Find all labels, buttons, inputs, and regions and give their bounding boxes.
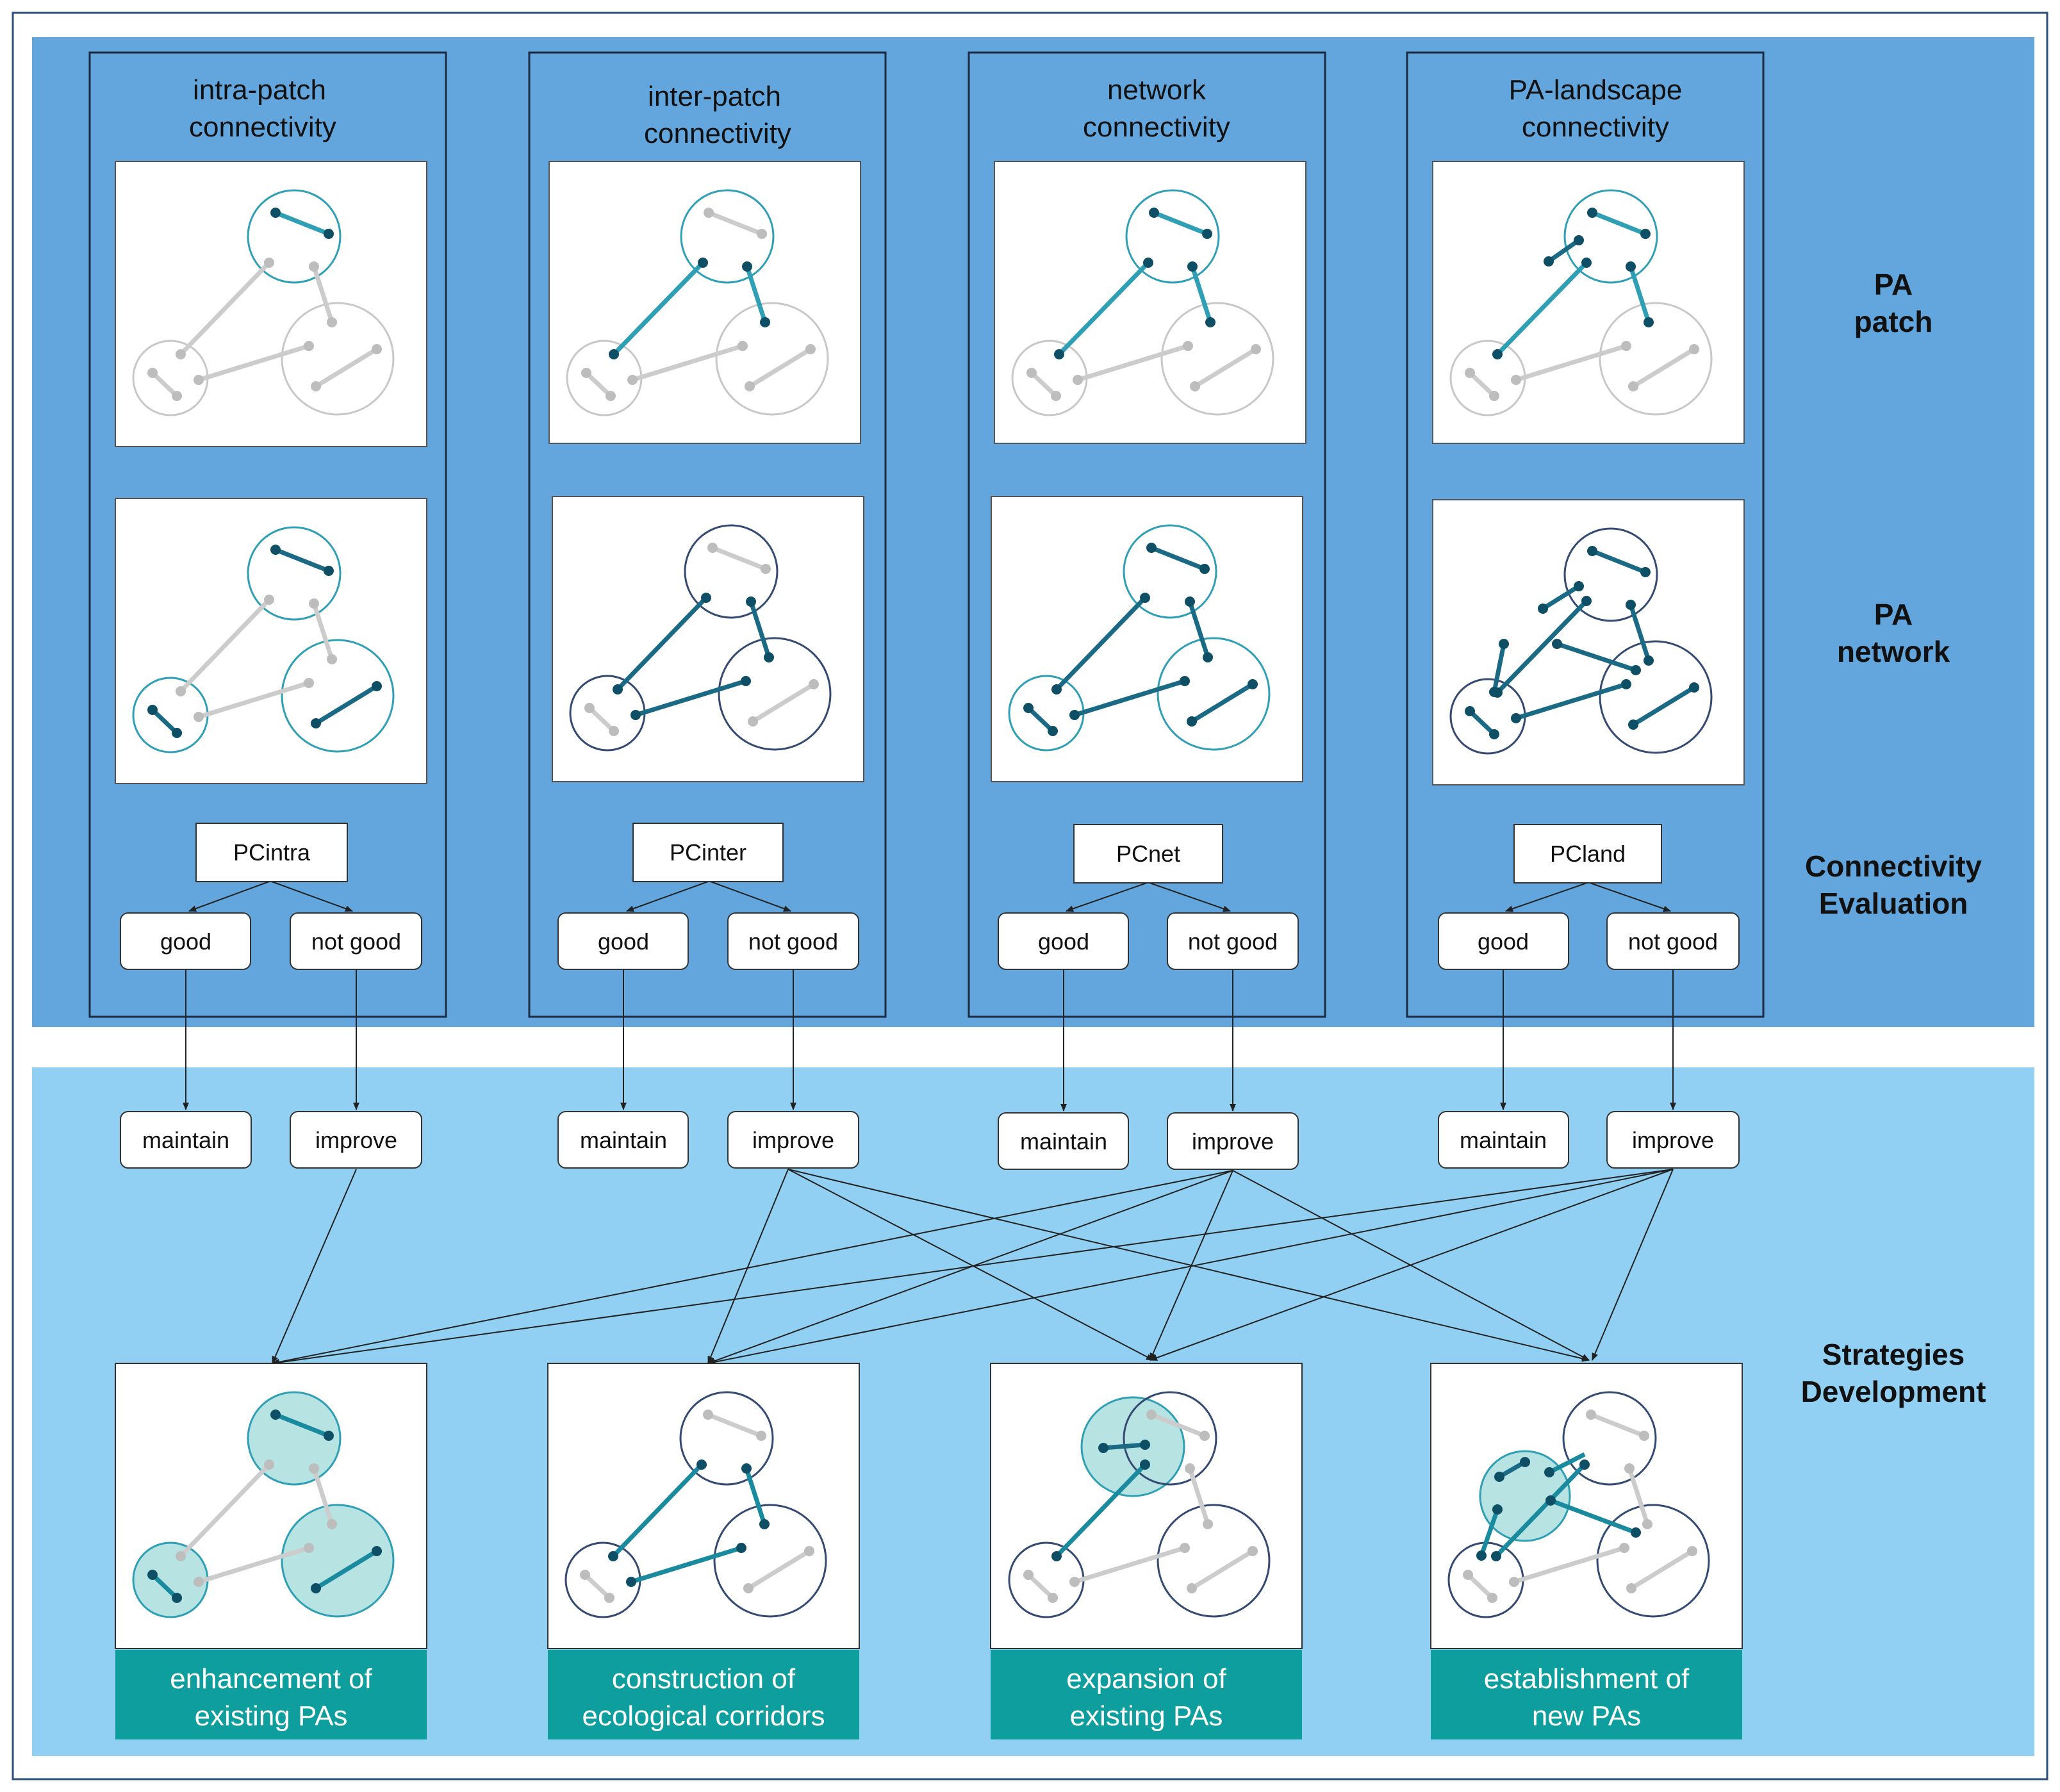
column-frame-landscape: [1406, 51, 1765, 1018]
indicator-box-network: [1073, 824, 1223, 884]
pa-network-panel-inter: [552, 496, 864, 782]
strategy-banner-enhancement: [115, 1650, 427, 1739]
maintain-label-inter: maintain: [580, 1127, 667, 1153]
strategy-panel-new-pas: [1430, 1363, 1743, 1649]
improve-label-network: improve: [1192, 1128, 1274, 1155]
good-label-inter: good: [598, 928, 649, 955]
good-label-network: good: [1038, 928, 1089, 955]
indicator-label-landscape: PCland: [1550, 841, 1626, 867]
good-label-intra: good: [160, 928, 211, 955]
maintain-label-network: maintain: [1020, 1128, 1107, 1155]
improve-box-landscape: [1606, 1111, 1740, 1169]
pa-patch-panel-network: [994, 161, 1306, 444]
not-good-label-network: not good: [1188, 928, 1278, 955]
indicator-box-intra: [195, 823, 348, 882]
improve-box-inter: [727, 1111, 859, 1169]
maintain-box-inter: [557, 1111, 689, 1169]
strategy-banner-new-pas: [1431, 1650, 1742, 1739]
not-good-label-intra: not good: [311, 928, 401, 955]
column-frame-intra: [88, 51, 447, 1018]
pa-patch-panel-landscape: [1432, 161, 1745, 444]
improve-to-strategy-arrows: [272, 1169, 1674, 1366]
column-frame-network: [968, 51, 1326, 1018]
not-good-label-landscape: not good: [1628, 928, 1718, 955]
indicator-box-landscape: [1513, 824, 1662, 884]
improve-box-network: [1167, 1112, 1299, 1170]
maintain-box-landscape: [1438, 1111, 1569, 1169]
improve-box-intra: [290, 1111, 422, 1169]
strategy-panel-corridors: [547, 1363, 860, 1649]
improve-label-landscape: improve: [1632, 1127, 1714, 1153]
pa-network-panel-network: [991, 496, 1303, 782]
indicator-label-inter: PCinter: [670, 839, 746, 866]
maintain-box-intra: [120, 1111, 252, 1169]
indicator-box-inter: [632, 823, 784, 882]
strategy-banner-corridors: [548, 1650, 859, 1739]
maintain-label-landscape: maintain: [1460, 1127, 1547, 1153]
indicator-label-network: PCnet: [1116, 841, 1180, 867]
good-label-landscape: good: [1478, 928, 1529, 955]
maintain-box-network: [998, 1112, 1129, 1170]
evaluation-to-action-arrows: [183, 969, 1676, 1112]
strategy-banner-expansion: [991, 1650, 1302, 1739]
pa-patch-panel-inter: [548, 161, 861, 444]
maintain-label-intra: maintain: [142, 1127, 229, 1153]
pa-patch-panel-intra: [115, 161, 427, 447]
pa-network-panel-intra: [115, 498, 427, 784]
improve-label-intra: improve: [315, 1127, 397, 1153]
pa-network-panel-landscape: [1432, 499, 1745, 785]
indicator-label-intra: PCintra: [233, 839, 311, 866]
improve-label-inter: improve: [752, 1127, 834, 1153]
not-good-label-inter: not good: [748, 928, 838, 955]
column-frame-inter: [528, 51, 887, 1018]
strategy-panel-expansion: [990, 1363, 1303, 1649]
strategy-panel-enhancement: [115, 1363, 427, 1649]
